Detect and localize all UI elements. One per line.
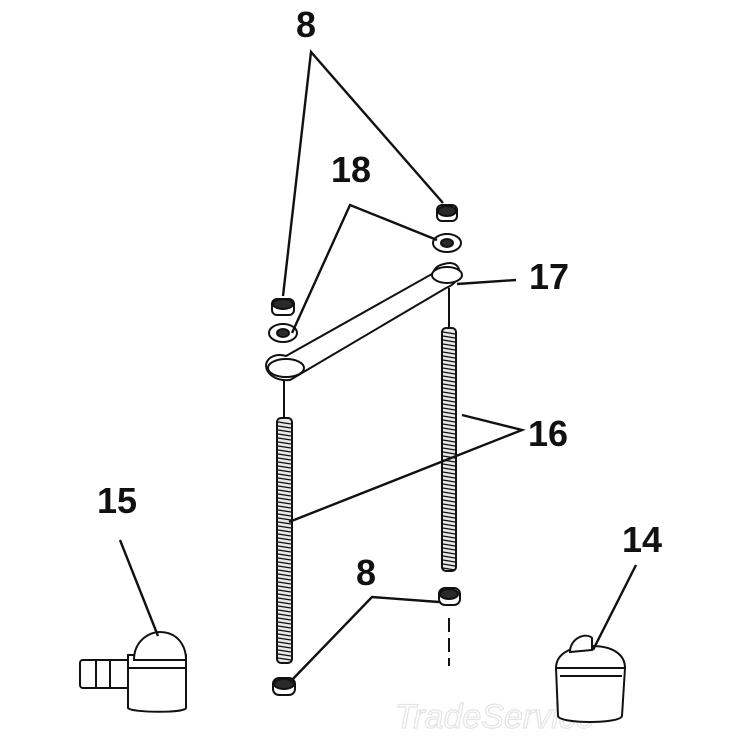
nut-bottom-left — [272, 677, 296, 696]
nut-bottom-right — [438, 587, 461, 606]
callout-8-bottom: 8 — [356, 552, 376, 593]
nut-top-left — [271, 298, 295, 316]
threaded-rod-right — [441, 288, 457, 666]
callout-16: 16 — [528, 413, 568, 454]
washer-right — [432, 233, 462, 253]
leader-lines — [118, 49, 638, 683]
callout-8-top: 8 — [296, 4, 316, 45]
threaded-rod-left — [276, 378, 293, 664]
elbow-fitting-left — [79, 630, 188, 713]
nut-top-right — [436, 204, 458, 222]
cap-fitting-right — [554, 634, 627, 723]
link-bracket — [265, 261, 463, 382]
callout-18: 18 — [331, 149, 371, 190]
callout-17: 17 — [529, 256, 569, 297]
rod-threads-left — [277, 421, 292, 661]
callout-15: 15 — [97, 480, 137, 521]
callout-14: 14 — [622, 519, 662, 560]
washer-left — [268, 323, 298, 343]
